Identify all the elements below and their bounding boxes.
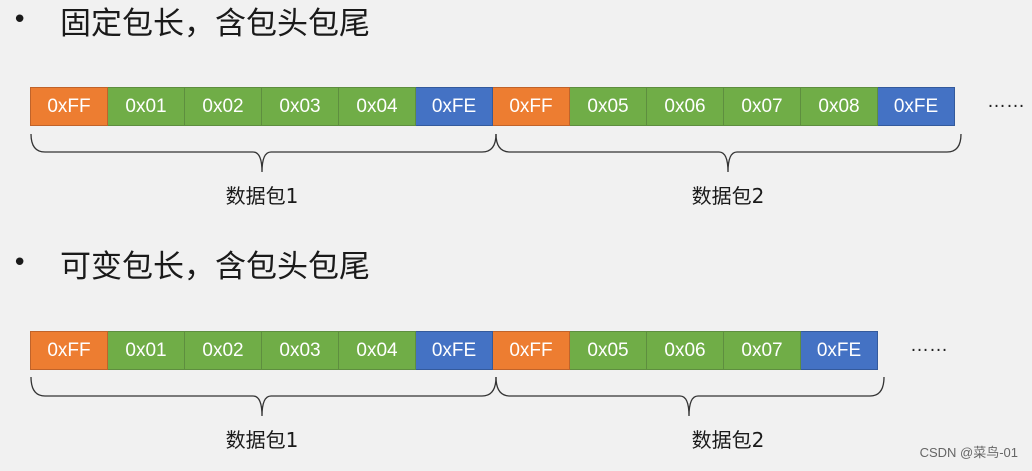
brace-section1-packet1 [30, 133, 497, 173]
byte-cell-data: 0x08 [801, 87, 878, 126]
watermark: CSDN @菜鸟-01 [919, 445, 1018, 460]
section2-heading: • 可变包长，含包头包尾 [12, 243, 370, 285]
section1-packet1-label: 数据包1 [225, 184, 299, 208]
byte-cell-data: 0x06 [647, 331, 724, 370]
byte-cell-data: 0x03 [262, 87, 339, 126]
section2-packet2-label: 数据包2 [691, 428, 765, 452]
byte-cell-tail: 0xFE [801, 331, 878, 370]
section1-ellipsis: …… [987, 91, 1025, 112]
section1-title: 固定包长，含包头包尾 [60, 5, 370, 42]
byte-cell-tail: 0xFE [878, 87, 955, 126]
bullet: • [12, 5, 28, 35]
byte-cell-head: 0xFF [30, 87, 108, 126]
byte-cell-data: 0x07 [724, 87, 801, 126]
byte-cell-data: 0x07 [724, 331, 801, 370]
bullet: • [12, 248, 28, 278]
section2-title: 可变包长，含包头包尾 [60, 248, 370, 285]
byte-cell-data: 0x04 [339, 331, 416, 370]
section2-packet1-label: 数据包1 [225, 428, 299, 452]
byte-cell-data: 0x05 [570, 331, 647, 370]
byte-cell-head: 0xFF [493, 331, 570, 370]
byte-cell-data: 0x03 [262, 331, 339, 370]
byte-cell-data: 0x05 [570, 87, 647, 126]
byte-cell-tail: 0xFE [416, 87, 493, 126]
byte-cell-data: 0x02 [185, 87, 262, 126]
byte-cell-head: 0xFF [30, 331, 108, 370]
section2-ellipsis: …… [910, 335, 948, 356]
brace-section2-packet2 [495, 376, 885, 417]
byte-cell-data: 0x01 [108, 87, 185, 126]
byte-cell-data: 0x01 [108, 331, 185, 370]
brace-section2-packet1 [30, 376, 497, 417]
byte-cell-data: 0x06 [647, 87, 724, 126]
section1-heading: • 固定包长，含包头包尾 [12, 0, 370, 42]
byte-cell-head: 0xFF [493, 87, 570, 126]
byte-cell-tail: 0xFE [416, 331, 493, 370]
brace-section1-packet2 [495, 133, 962, 173]
section1-packet2-label: 数据包2 [691, 184, 765, 208]
byte-cell-data: 0x02 [185, 331, 262, 370]
byte-cell-data: 0x04 [339, 87, 416, 126]
